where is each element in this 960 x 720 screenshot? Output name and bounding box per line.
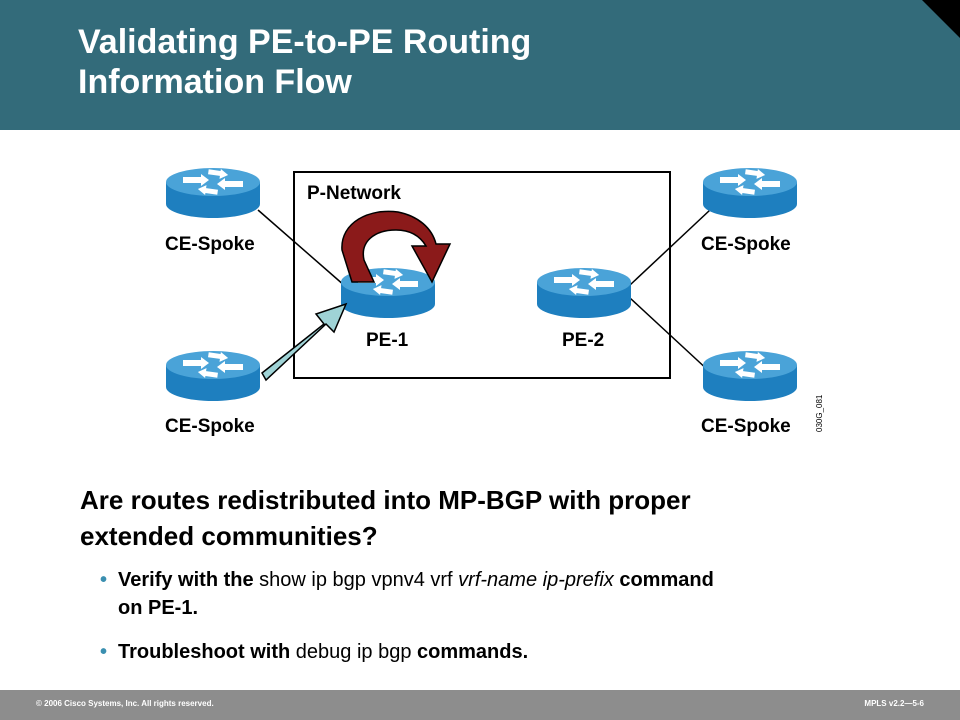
router-ce-bottom-right bbox=[703, 350, 797, 401]
title-line-1: Validating PE-to-PE Routing bbox=[78, 23, 532, 61]
question-line-1: Are routes redistributed into MP-BGP wit… bbox=[80, 485, 691, 515]
network-diagram: P-Network CE-Spoke CE-Spoke CE-Spoke CE-… bbox=[165, 167, 824, 437]
link-pe2-ce-top-right bbox=[629, 209, 711, 286]
page-number: MPLS v2.2—5-6 bbox=[864, 699, 924, 708]
bullet2-command: debug ip bgp bbox=[295, 641, 412, 663]
bullet1-command: show ip bgp vpnv4 vrf bbox=[259, 569, 453, 591]
router-ce-top-left bbox=[166, 167, 260, 218]
bullet-troubleshoot: • Troubleshoot with debug ip bgp command… bbox=[100, 638, 940, 666]
footer-bar: © 2006 Cisco Systems, Inc. All rights re… bbox=[0, 690, 960, 720]
corner-decoration bbox=[922, 0, 960, 38]
label-ce-top-right: CE-Spoke bbox=[701, 234, 791, 255]
label-pe1: PE-1 bbox=[366, 330, 409, 351]
bullet1-line2: on PE-1. bbox=[118, 597, 199, 619]
figure-id: 030G_081 bbox=[815, 394, 824, 432]
bullet1-part2: command bbox=[619, 569, 714, 591]
bullet1-part1: Verify with the bbox=[118, 569, 254, 591]
label-ce-top-left: CE-Spoke bbox=[165, 234, 255, 255]
question-text: Are routes redistributed into MP-BGP wit… bbox=[80, 482, 880, 554]
bullet-verify: • Verify with the show ip bgp vpnv4 vrf … bbox=[100, 566, 940, 622]
router-ce-top-right bbox=[703, 167, 797, 218]
bullet-marker: • bbox=[100, 569, 108, 591]
router-pe2 bbox=[537, 267, 631, 318]
title-bar: Validating PE-to-PE Routing Information … bbox=[0, 0, 960, 130]
bullet-marker: • bbox=[100, 641, 108, 663]
bullet1-arg-ip-prefix: ip-prefix bbox=[542, 569, 614, 591]
bullet2-part1: Troubleshoot with bbox=[118, 641, 291, 663]
link-ce-top-left-pe1 bbox=[257, 209, 346, 287]
p-network-box bbox=[293, 171, 671, 379]
label-ce-bottom-right: CE-Spoke bbox=[701, 416, 791, 437]
slide-title: Validating PE-to-PE Routing Information … bbox=[78, 22, 531, 102]
title-line-2: Information Flow bbox=[78, 63, 352, 101]
route-in-arrow-icon bbox=[261, 302, 348, 382]
link-pe2-ce-bottom-right bbox=[629, 297, 711, 373]
question-line-2: extended communities? bbox=[80, 521, 378, 551]
bullet1-arg-vrf-name: vrf-name bbox=[458, 569, 538, 591]
bullet2-part2: commands. bbox=[417, 641, 529, 663]
route-loop-arrow-icon bbox=[341, 210, 452, 284]
copyright-text: © 2006 Cisco Systems, Inc. All rights re… bbox=[36, 699, 214, 708]
label-pe2: PE-2 bbox=[562, 330, 604, 351]
label-ce-bottom-left: CE-Spoke bbox=[165, 416, 255, 437]
router-ce-bottom-left bbox=[166, 350, 260, 401]
links bbox=[257, 209, 711, 373]
p-network-label: P-Network bbox=[307, 183, 401, 204]
